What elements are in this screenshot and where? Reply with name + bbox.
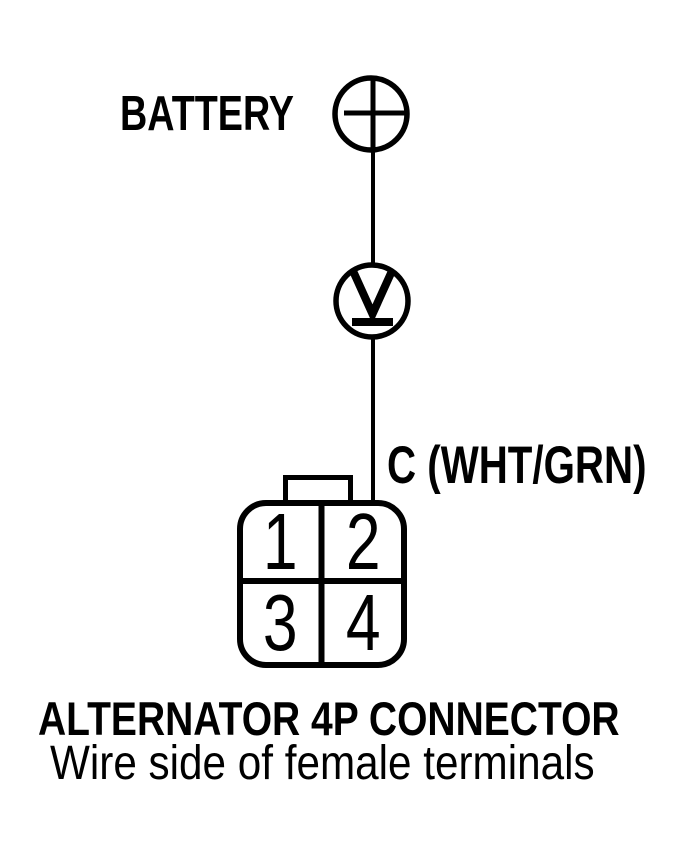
terminal-4-number: 4 bbox=[345, 578, 381, 667]
battery-label: BATTERY bbox=[120, 87, 294, 141]
terminal-2-number: 2 bbox=[345, 497, 381, 586]
battery-positive-terminal-icon bbox=[332, 75, 410, 153]
terminal-cell-2: 2 bbox=[323, 497, 403, 586]
terminal-3-number: 3 bbox=[263, 578, 298, 667]
terminal-cell-1: 1 bbox=[241, 497, 320, 586]
connector-title: ALTERNATOR 4P CONNECTOR bbox=[38, 692, 620, 745]
connector-outline bbox=[237, 475, 407, 668]
terminal-1-number: 1 bbox=[263, 497, 298, 586]
terminal-cell-4: 4 bbox=[323, 583, 403, 663]
terminal-cell-3: 3 bbox=[241, 583, 320, 663]
voltmeter-circle bbox=[333, 262, 411, 340]
voltmeter-icon bbox=[333, 262, 411, 340]
connector-latch-tab bbox=[283, 475, 353, 503]
wire-color-label: C (WHT/GRN) bbox=[387, 436, 647, 495]
connector-subtitle: Wire side of female terminals bbox=[50, 737, 595, 790]
voltmeter-v-glyph bbox=[349, 270, 396, 324]
